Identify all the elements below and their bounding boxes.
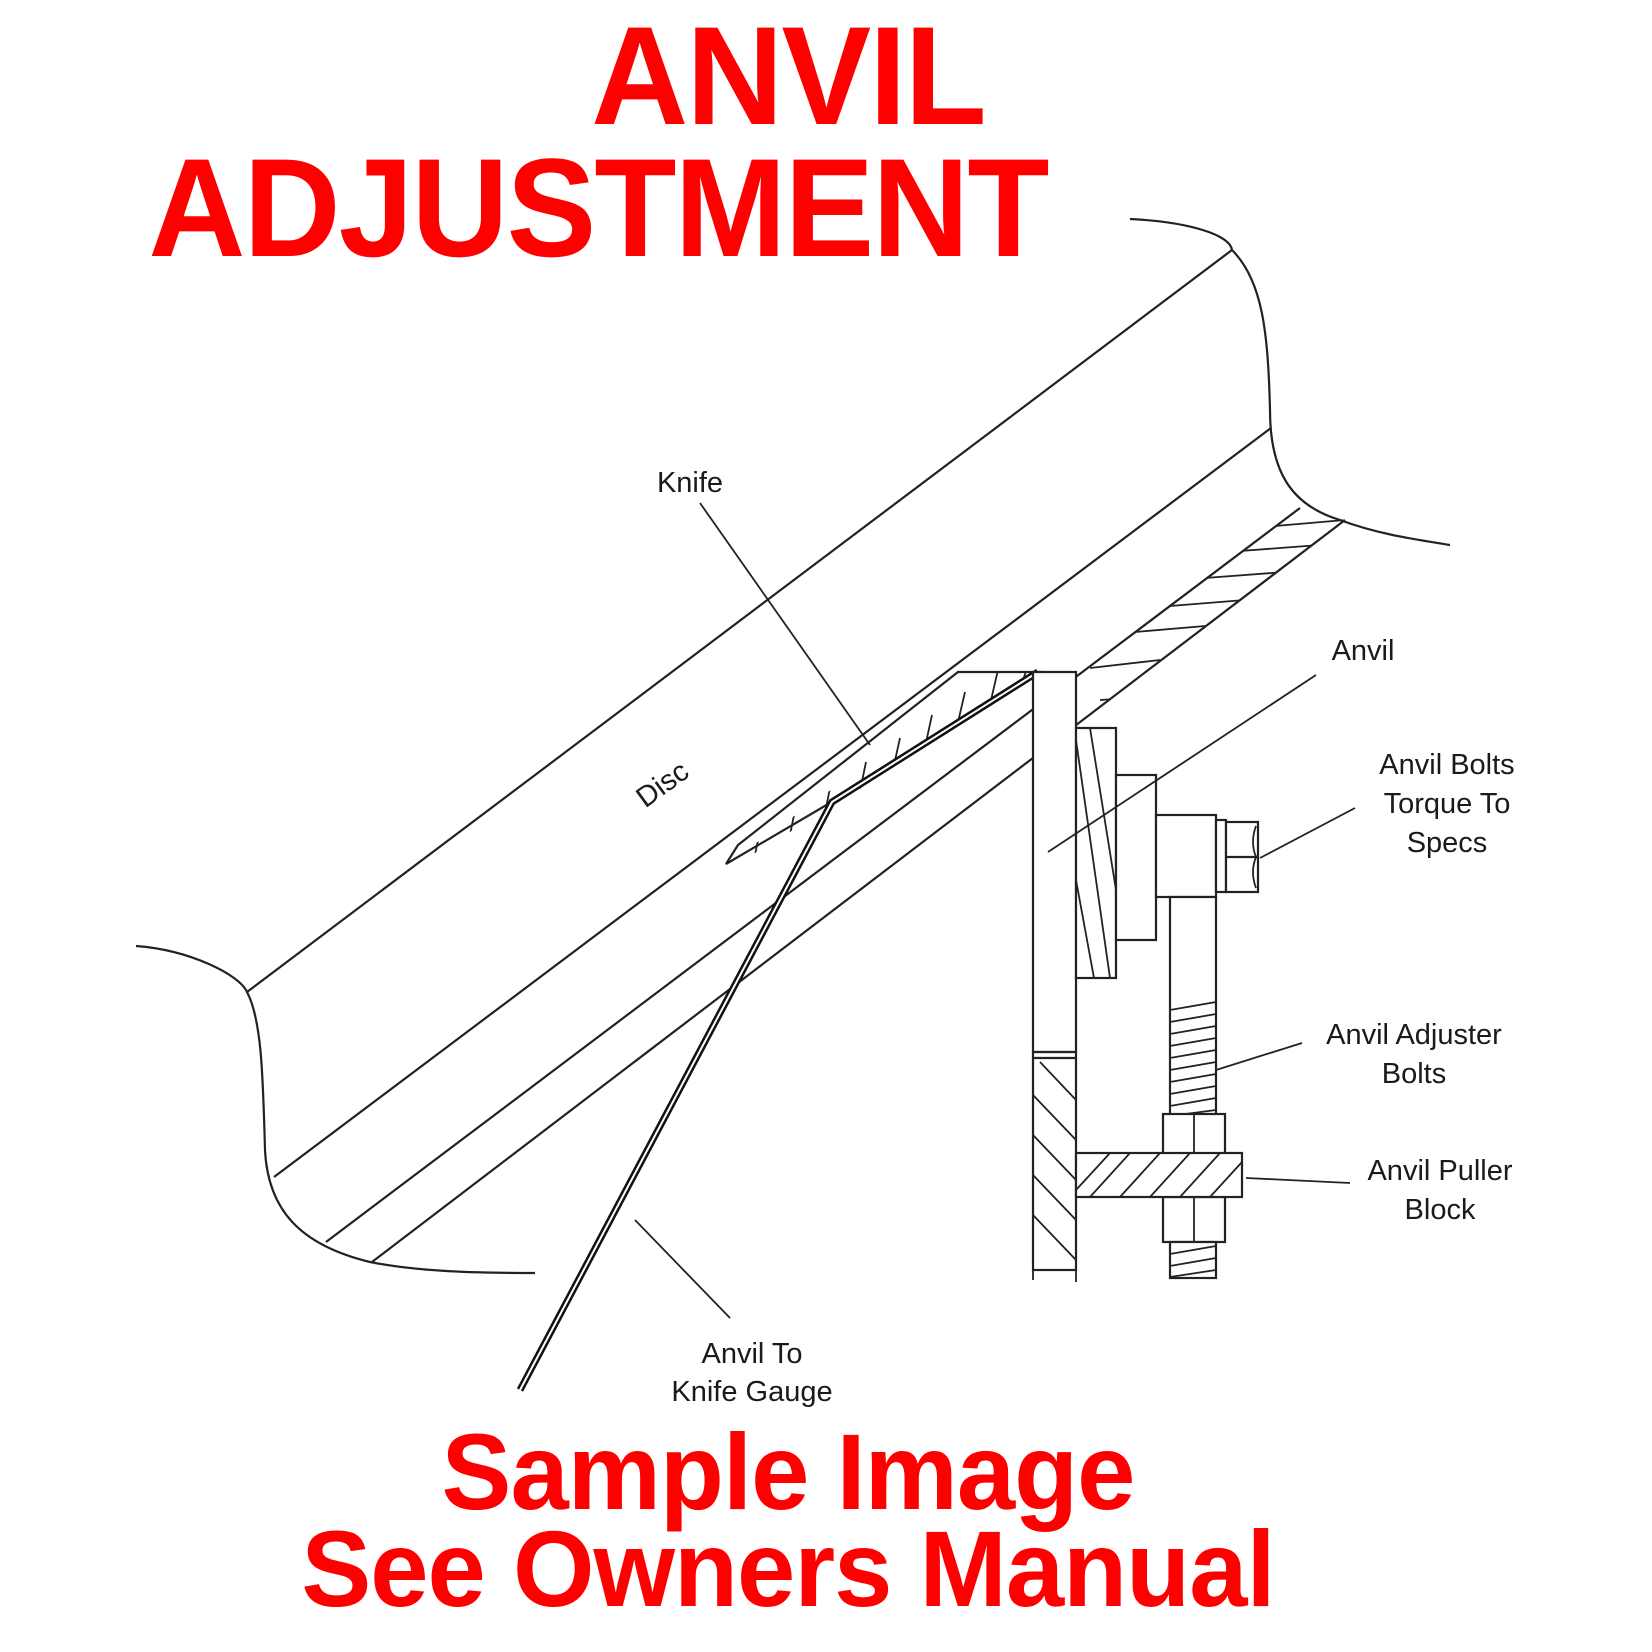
anvil-bolt-head bbox=[1224, 820, 1260, 894]
label-gauge-2: Knife Gauge bbox=[671, 1376, 832, 1408]
anvil-clamp-block bbox=[1074, 726, 1228, 980]
label-anvil-bolts-1: Anvil Bolts bbox=[1379, 749, 1514, 781]
label-puller-block-2: Block bbox=[1405, 1194, 1476, 1226]
anvil-adjuster-bolt bbox=[1161, 895, 1227, 1280]
anvil-puller-block bbox=[1074, 1151, 1244, 1199]
anvil-to-knife-gauge bbox=[516, 669, 1040, 1392]
label-adjuster-bolts-1: Anvil Adjuster bbox=[1326, 1019, 1502, 1051]
disc-outline bbox=[135, 217, 1451, 1275]
label-disc: Disc bbox=[630, 755, 694, 814]
label-puller-block-1: Anvil Puller bbox=[1367, 1155, 1512, 1187]
label-anvil-bolts-3: Specs bbox=[1407, 827, 1488, 859]
label-anvil: Anvil bbox=[1332, 635, 1395, 667]
title-line-2: ADJUSTMENT bbox=[148, 129, 1049, 286]
label-anvil-bolts-2: Torque To bbox=[1384, 788, 1511, 820]
label-gauge-1: Anvil To bbox=[701, 1338, 802, 1370]
title-line-1: ANVIL bbox=[591, 0, 987, 154]
disc-edge-hatch bbox=[1089, 519, 1345, 701]
label-adjuster-bolts-2: Bolts bbox=[1382, 1058, 1446, 1090]
leader-lines bbox=[634, 502, 1356, 1319]
footer-line-1: Sample Image bbox=[441, 1411, 1136, 1532]
anvil-plate bbox=[1031, 670, 1078, 1282]
footer-line-2: See Owners Manual bbox=[301, 1508, 1275, 1629]
label-knife: Knife bbox=[657, 467, 723, 499]
